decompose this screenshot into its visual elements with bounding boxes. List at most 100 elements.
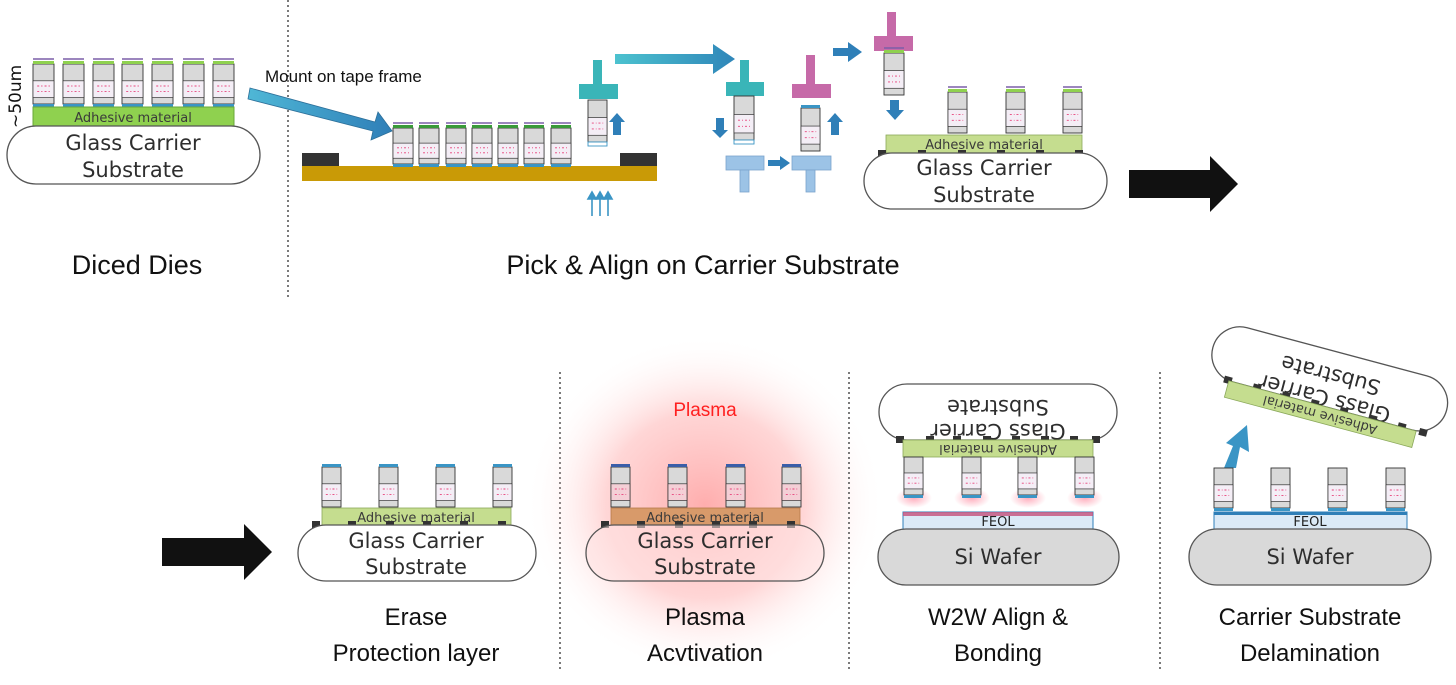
die <box>961 456 982 498</box>
step-1-line2: Protection layer <box>333 640 500 667</box>
die <box>733 95 755 145</box>
die <box>947 86 968 134</box>
si-wafer-2 <box>1188 528 1432 586</box>
die <box>62 58 85 107</box>
glass-carrier-label-4: Glass Carrier <box>637 529 773 553</box>
diced-die-array <box>32 58 235 107</box>
step-4-line1: Carrier Substrate <box>1219 604 1402 631</box>
flip-sequence <box>712 12 913 193</box>
die <box>523 122 545 167</box>
diced-dies-panel: ~50um Adhesive material Glass Carrier Su… <box>6 58 261 280</box>
carrier-with-dies: Adhesive material Glass Carrier Substrat… <box>863 86 1108 210</box>
substrate-label-2: Substrate <box>933 183 1035 207</box>
die <box>1062 86 1083 134</box>
substrate-label: Substrate <box>82 158 184 182</box>
substrate-label-3: Substrate <box>365 555 467 579</box>
die <box>1005 86 1026 134</box>
caption-pick-align: Pick & Align on Carrier Substrate <box>506 250 899 280</box>
glass-carrier-substrate <box>6 125 261 185</box>
tape-die-array <box>392 122 572 167</box>
die <box>1327 467 1348 511</box>
die <box>1017 456 1038 498</box>
die <box>492 464 513 508</box>
die <box>445 122 467 167</box>
die <box>435 464 456 508</box>
die <box>1074 456 1095 498</box>
die <box>418 122 440 167</box>
adhesive-label-3: Adhesive material <box>357 511 475 526</box>
frame-ring-right <box>620 153 657 166</box>
die <box>587 99 608 147</box>
step-w2w-bonding: Substrate Glass Carrier Adhesive materia… <box>877 383 1120 667</box>
step-1-line1: Erase <box>385 604 448 631</box>
die <box>121 58 144 107</box>
die <box>378 464 399 508</box>
glass-carrier-label-2: Glass Carrier <box>916 156 1052 180</box>
down-arrow-2 <box>886 100 904 120</box>
die <box>725 464 746 508</box>
lift-arrow <box>1224 425 1249 468</box>
glass-carrier-substrate-2 <box>863 152 1108 210</box>
down-arrow-1 <box>712 118 728 138</box>
die <box>550 122 572 167</box>
adhesive-label-2: Adhesive material <box>925 138 1043 153</box>
si-wafer-label-2: Si Wafer <box>1266 545 1353 569</box>
die <box>32 58 55 107</box>
die <box>471 122 493 167</box>
next-step-arrow-top <box>1129 156 1238 212</box>
plasma-label: Plasma <box>673 400 737 421</box>
flip-stage-2 <box>791 155 832 171</box>
thickness-label: ~50um <box>6 65 26 128</box>
die <box>392 122 414 167</box>
die <box>610 464 631 508</box>
ejector-pins <box>586 190 614 216</box>
step-4-line2: Delamination <box>1240 640 1380 667</box>
die <box>800 105 821 152</box>
step-3-line2: Bonding <box>954 640 1042 667</box>
die <box>667 464 688 508</box>
step-2-line1: Plasma <box>665 604 746 631</box>
bottom-row: Adhesive material Glass Carrier Substrat… <box>162 326 1449 672</box>
die <box>212 58 235 107</box>
flipped-adhesive-label: Adhesive material <box>939 441 1057 456</box>
tape-frame-panel <box>302 122 657 216</box>
adhesive-label-4: Adhesive material <box>646 511 764 526</box>
mount-arrow <box>247 87 393 141</box>
flip-stage-1 <box>725 155 765 171</box>
step-delamination: Substrate Glass Carrier Adhesive materia… <box>1188 326 1449 667</box>
step-plasma-activation: Plasma Adhesive material Glass Carrier S… <box>525 328 885 668</box>
tape-frame <box>302 166 657 181</box>
die <box>182 58 205 107</box>
die <box>1385 467 1406 511</box>
up-arrow-1 <box>609 113 625 135</box>
die <box>321 464 342 508</box>
plasma-glow <box>525 328 885 668</box>
die <box>903 456 924 498</box>
top-row: ~50um Adhesive material Glass Carrier Su… <box>6 0 1238 298</box>
glass-carrier-label-3: Glass Carrier <box>348 529 484 553</box>
feol-label: FEOL <box>981 515 1015 530</box>
si-wafer-label: Si Wafer <box>954 545 1041 569</box>
si-wafer <box>877 528 1120 586</box>
step-2-line2: Acvtivation <box>647 640 763 667</box>
die <box>151 58 174 107</box>
die <box>781 464 802 508</box>
up-arrow-2 <box>827 113 843 135</box>
right-arrow-1 <box>768 156 790 170</box>
caption-diced-dies: Diced Dies <box>72 250 203 280</box>
die <box>497 122 519 167</box>
flipped-substrate-label: Substrate <box>947 395 1049 419</box>
next-step-arrow-bottom <box>162 524 272 580</box>
step-3-line1: W2W Align & <box>928 604 1068 631</box>
die <box>883 47 905 96</box>
frame-ring-left <box>302 153 339 166</box>
die <box>1213 467 1234 511</box>
glass-carrier-label: Glass Carrier <box>65 131 201 155</box>
pick-tool-1 <box>579 60 625 147</box>
adhesive-label: Adhesive material <box>74 111 192 126</box>
die <box>1270 467 1291 511</box>
step-erase-protection: Adhesive material Glass Carrier Substrat… <box>297 464 537 667</box>
transfer-arrow <box>615 44 735 74</box>
mount-on-tape-label: Mount on tape frame <box>265 67 422 86</box>
